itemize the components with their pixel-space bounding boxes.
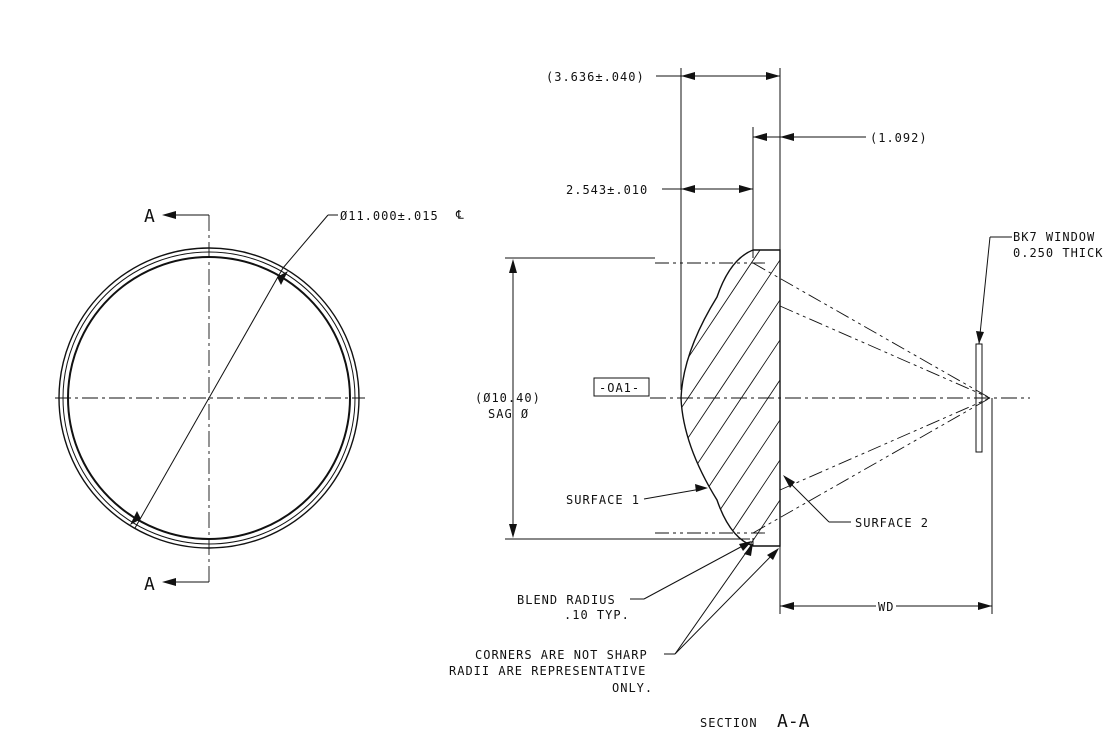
center-offset-label: 2.543±.010 (566, 183, 648, 197)
front-view: A A Ø11.000±.015 ℄ (55, 206, 465, 595)
section-title-word: SECTION (700, 716, 758, 730)
overall-thickness-dimension: (3.636±.040) (546, 68, 781, 390)
corners-note-callout: CORNERS ARE NOT SHARP RADII ARE REPRESEN… (449, 543, 779, 695)
blend-radius-line2: .10 TYP. (564, 608, 630, 622)
section-view: -OA1- (Ø10.40) SAG Ø (3.636±.040) (449, 68, 1103, 732)
datum-feature: -OA1- (593, 377, 650, 397)
center-offset-dimension: 2.543±.010 (566, 183, 753, 197)
surface-1-callout: SURFACE 1 (566, 484, 708, 507)
edge-thickness-label: (1.092) (870, 131, 928, 145)
diameter-callout: Ø11.000±.015 (340, 209, 439, 223)
surface-2-label: SURFACE 2 (855, 516, 929, 530)
bk7-window: BK7 WINDOW 0.250 THICK (975, 230, 1103, 453)
edge-thickness-dimension: (1.092) (752, 127, 928, 250)
lens-section-outline (680, 249, 781, 547)
section-marker-bottom: A (144, 574, 209, 595)
working-distance-label: WD (878, 600, 894, 614)
section-title-id: A-A (777, 711, 810, 732)
sag-diameter-value: (Ø10.40) (475, 391, 541, 405)
section-hatching (681, 250, 780, 546)
corners-note-line1: CORNERS ARE NOT SHARP (475, 648, 648, 662)
working-distance-dimension: WD (779, 398, 993, 614)
section-marker-top: A (144, 206, 209, 227)
section-marker-top-letter: A (144, 206, 155, 227)
sag-diameter-dimension: (Ø10.40) SAG Ø (475, 257, 765, 540)
ray-cone (752, 262, 991, 534)
window-label-line2: 0.250 THICK (1013, 246, 1103, 260)
section-marker-bottom-letter: A (144, 574, 155, 595)
blend-radius-callout: BLEND RADIUS .10 TYP. (517, 541, 752, 622)
surface-2-callout: SURFACE 2 (783, 475, 929, 530)
centerline-symbol: ℄ (455, 208, 465, 222)
corners-note-line2: RADII ARE REPRESENTATIVE (449, 664, 646, 678)
surface-1-label: SURFACE 1 (566, 493, 640, 507)
corners-note-line3: ONLY. (612, 681, 653, 695)
window-label-line1: BK7 WINDOW (1013, 230, 1095, 244)
sag-diameter-caption: SAG Ø (488, 407, 529, 421)
overall-thickness-label: (3.636±.040) (546, 70, 645, 84)
diameter-dimension: Ø11.000±.015 ℄ (130, 208, 465, 529)
section-title: SECTION A-A (700, 711, 810, 732)
blend-radius-line1: BLEND RADIUS (517, 593, 616, 607)
datum-label: -OA1- (599, 381, 640, 395)
